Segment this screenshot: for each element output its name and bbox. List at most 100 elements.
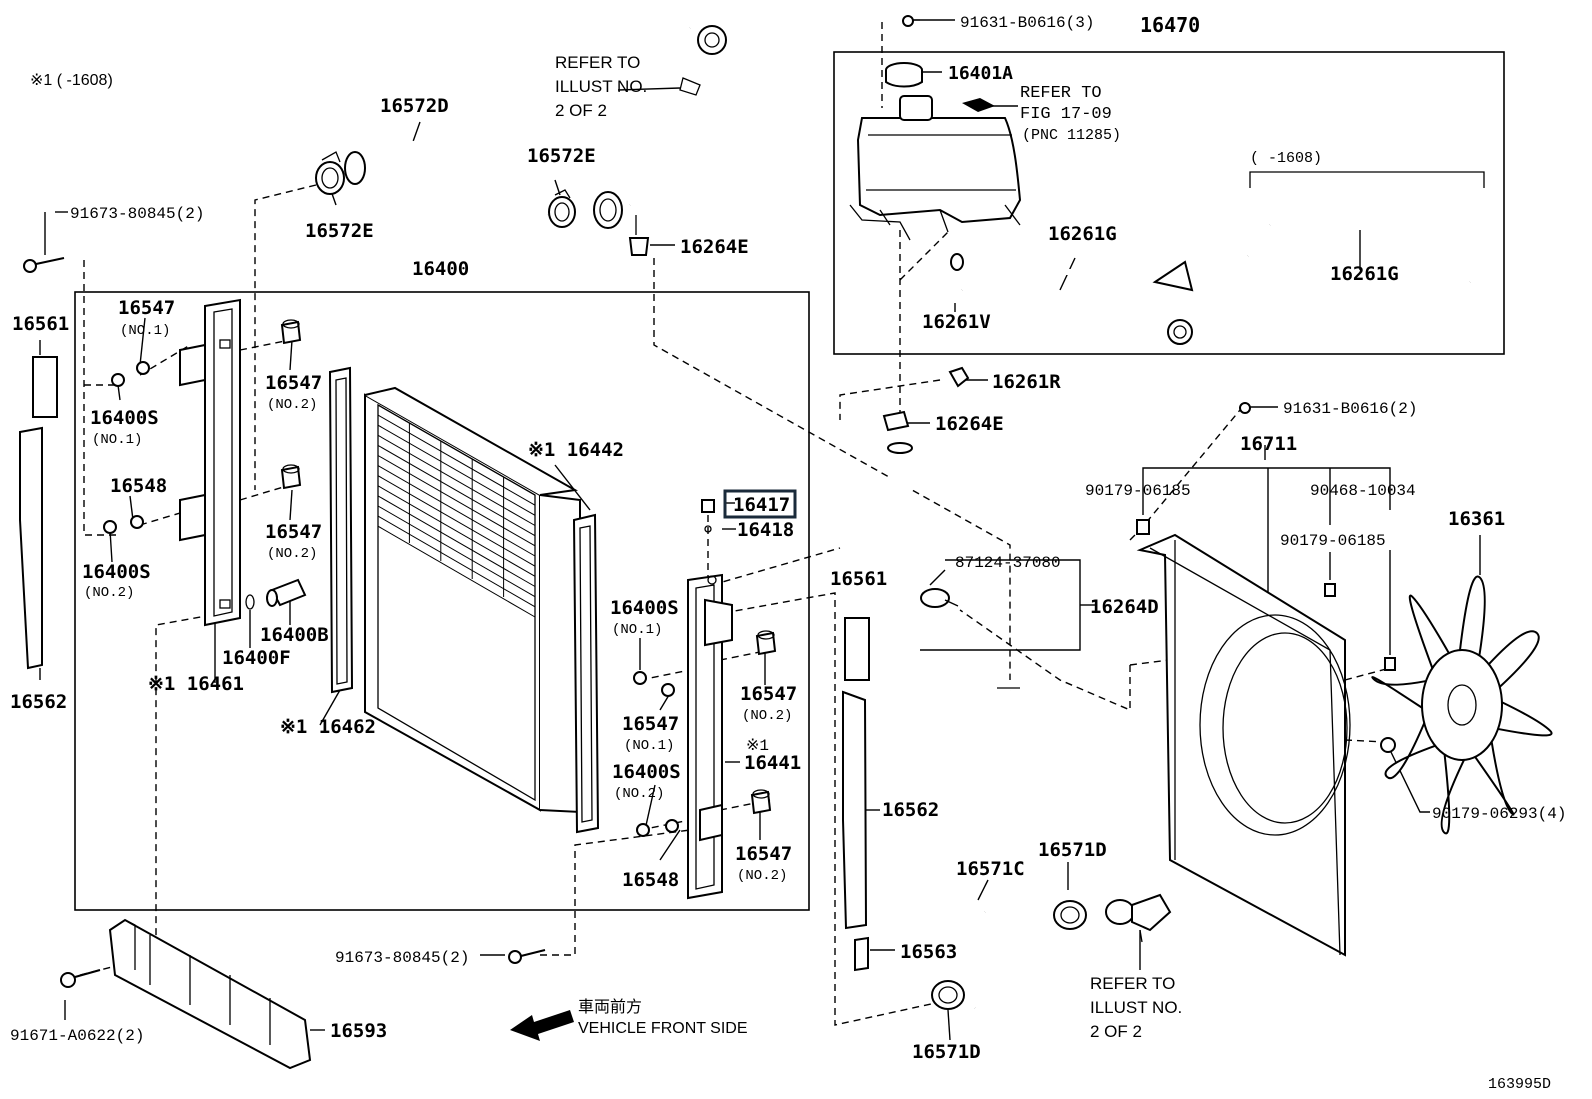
- label-16562-right: 16562: [882, 799, 939, 821]
- fan-blade: [1371, 676, 1428, 710]
- label-16548-a: 16548: [110, 475, 167, 497]
- label-90179-06185-a: 90179-06185: [1085, 482, 1191, 500]
- label-16593: 16593: [330, 1020, 387, 1042]
- grommet-16547-d: [750, 789, 772, 815]
- label-16572e-left: 16572E: [305, 220, 374, 242]
- label-16572e-right: 16572E: [527, 145, 596, 167]
- leader: [617, 87, 681, 91]
- washer-16548-a: [130, 515, 144, 529]
- core-tube: [377, 404, 536, 496]
- water-outlet-pipe: [593, 9, 742, 235]
- highlight-box-16417[interactable]: [723, 489, 797, 519]
- refer-illust-bottom-2: ILLUST NO.: [1090, 998, 1182, 1017]
- fan-blade: [1487, 630, 1540, 689]
- refer-illust-top-3: 2 OF 2: [555, 101, 607, 120]
- leader: [1142, 467, 1391, 515]
- seal-16442: [572, 513, 600, 834]
- seal-16462: [328, 366, 354, 694]
- core-tube: [377, 434, 536, 526]
- label-no2-a: (NO.2): [267, 397, 317, 413]
- grommet-16547-c: [755, 630, 777, 656]
- washer-16547-e: [136, 361, 150, 375]
- leader: [289, 489, 293, 521]
- dash-line: [639, 819, 691, 831]
- seal-16562-left: [19, 426, 43, 670]
- fan-blade: [1384, 720, 1437, 780]
- leader: [929, 569, 946, 586]
- label-16261r: 16261R: [992, 371, 1061, 393]
- grommet-16547-b: [280, 464, 302, 490]
- nut-90179-b: [1324, 583, 1336, 597]
- core-tube: [377, 485, 536, 577]
- core-tube: [377, 424, 536, 516]
- label-16442: ※1 16442: [528, 439, 624, 461]
- fan-blade: [1496, 700, 1553, 737]
- label-16261g-alt: 16261G: [1330, 263, 1399, 285]
- clip-16261r: [948, 366, 970, 388]
- label-16361: 16361: [1448, 508, 1505, 530]
- clamp-16571d-top: [1053, 900, 1087, 930]
- label-no2-c: (NO.2): [84, 585, 134, 601]
- fan-blade: [1458, 575, 1486, 657]
- inlet-hose-16264d: [887, 442, 1021, 757]
- washer-16400s-a: [111, 373, 125, 387]
- core-tube: [377, 525, 536, 618]
- leader: [289, 339, 293, 371]
- clamp-87124: [920, 588, 959, 608]
- core-tube: [377, 465, 536, 557]
- label-16441-star: ※1: [746, 737, 769, 755]
- leader: [129, 495, 134, 521]
- core-tube: [377, 515, 536, 608]
- label-91631-b0616-3: 91631-B0616(3): [960, 14, 1094, 32]
- vehicle-front-en: VEHICLE FRONT SIDE: [578, 1020, 748, 1037]
- label-16571c: 16571C: [956, 858, 1025, 880]
- clamp-16572e-left: [315, 151, 345, 195]
- label-no2-d: (NO.2): [742, 708, 792, 724]
- nut-90179-06293: [1380, 737, 1396, 753]
- seal-16563: [854, 936, 869, 972]
- label-16547-a: 16547: [118, 297, 175, 319]
- overflow-hose-16261g: [959, 267, 1193, 345]
- bolt-91673-top: [23, 257, 65, 273]
- label-16548-b: 16548: [622, 869, 679, 891]
- label-16572d: 16572D: [380, 95, 449, 117]
- reserve-tank-16470: [849, 95, 1022, 241]
- seal-16561-right: [844, 617, 870, 681]
- core-tube: [377, 505, 536, 598]
- label-87124-37080: 87124-37080: [955, 554, 1061, 572]
- plug-16417: [701, 499, 715, 513]
- lower-hose-16571c: [970, 897, 1042, 1025]
- fan-blade: [1473, 739, 1515, 816]
- radiator-assembly-box: [74, 291, 810, 911]
- label-16264e-top: 16264E: [680, 236, 749, 258]
- dash-line: [239, 339, 291, 351]
- air-guide-16593: [108, 918, 312, 1070]
- core-tube: [377, 495, 536, 587]
- dash-line: [1344, 739, 1386, 743]
- label-16461: ※1 16461: [148, 673, 244, 695]
- label-16261g-main: 16261G: [1048, 223, 1117, 245]
- label-91671-a0622: 91671-A0622(2): [10, 1027, 144, 1045]
- label-16400b: 16400B: [260, 624, 329, 646]
- clip-16264e-mid: [882, 410, 910, 432]
- label-16400s-b: 16400S: [82, 561, 151, 583]
- drain-cock-16400b: [266, 578, 307, 607]
- right-tank-16441: [687, 573, 733, 900]
- bolt-91673-bottom: [508, 949, 546, 964]
- label-16401a: 16401A: [948, 63, 1013, 84]
- washer-16400s-d: [636, 823, 650, 837]
- refer-fig-3: (PNC 11285): [1022, 127, 1121, 144]
- screw-91631-2: [1239, 402, 1251, 414]
- dash-line: [155, 614, 213, 960]
- label-16571d-top: 16571D: [1038, 839, 1107, 861]
- dash-line: [653, 258, 1011, 680]
- refer-illust-bottom-1: REFER TO: [1090, 974, 1175, 993]
- label-16462: ※1 16462: [280, 716, 376, 738]
- refer-fig-2: FIG 17-09: [1020, 105, 1112, 124]
- range-bracket: [1249, 171, 1485, 188]
- label-no1-a: (NO.1): [120, 323, 170, 339]
- label-91673-80845-bottom: 91673-80845(2): [335, 949, 469, 967]
- label-16417: 16417: [733, 494, 790, 516]
- label-16264d: 16264D: [1090, 596, 1159, 618]
